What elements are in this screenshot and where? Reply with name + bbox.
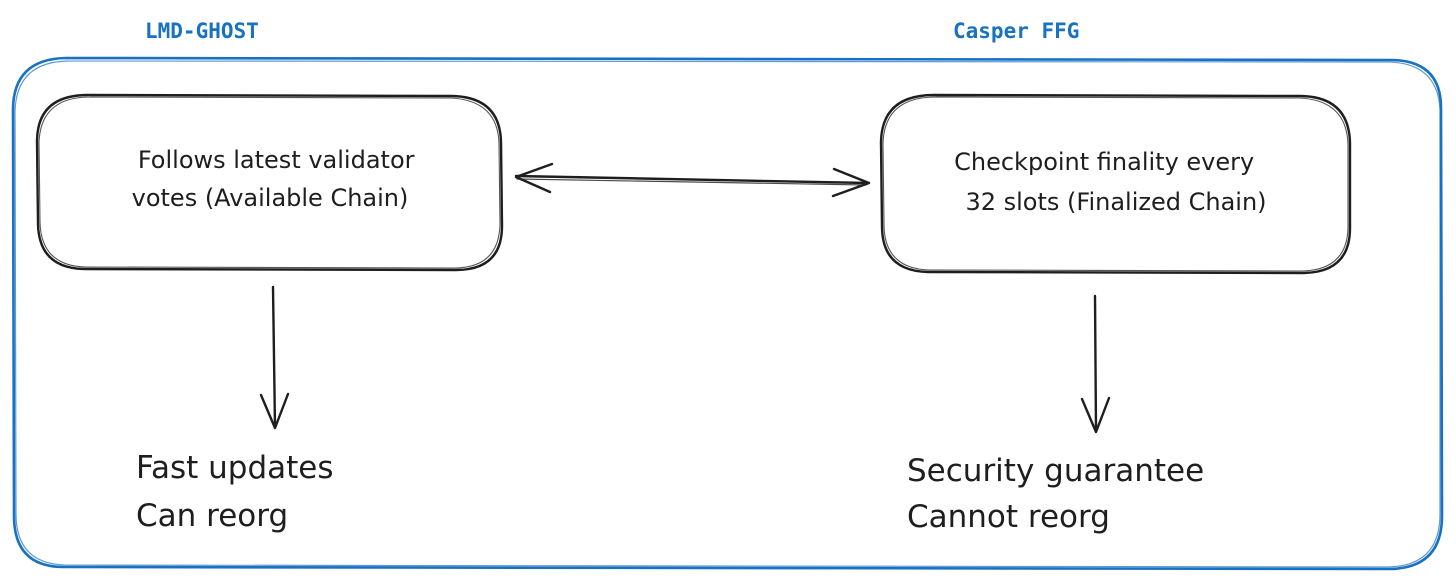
right-box-label: Checkpoint finality every 32 slots (Fina… (954, 148, 1266, 216)
right-down-arrow (1080, 294, 1111, 434)
left-box (35, 93, 504, 272)
right-outcome-line-1: Security guarantee (907, 453, 1204, 489)
lmd-ghost-header: LMD-GHOST (145, 19, 259, 43)
casper-ffg-header: Casper FFG (953, 19, 1079, 43)
left-box-line-2: votes (Available Chain) (132, 184, 409, 212)
left-box-line-1: Follows latest validator (138, 146, 415, 174)
right-box-line-2: 32 slots (Finalized Chain) (965, 188, 1266, 216)
left-down-arrow (259, 285, 290, 430)
right-outcome: Security guarantee Cannot reorg (907, 453, 1214, 535)
right-box (879, 93, 1352, 275)
outer-frame (11, 56, 1444, 571)
right-box-line-1: Checkpoint finality every (954, 148, 1254, 176)
left-outcome-line-1: Fast updates (136, 450, 334, 486)
left-box-label: Follows latest validator votes (Availabl… (132, 146, 423, 212)
left-outcome-line-2: Can reorg (136, 498, 288, 534)
right-outcome-line-2: Cannot reorg (907, 499, 1110, 535)
bidirectional-arrow (514, 162, 871, 198)
left-outcome: Fast updates Can reorg (136, 450, 343, 534)
